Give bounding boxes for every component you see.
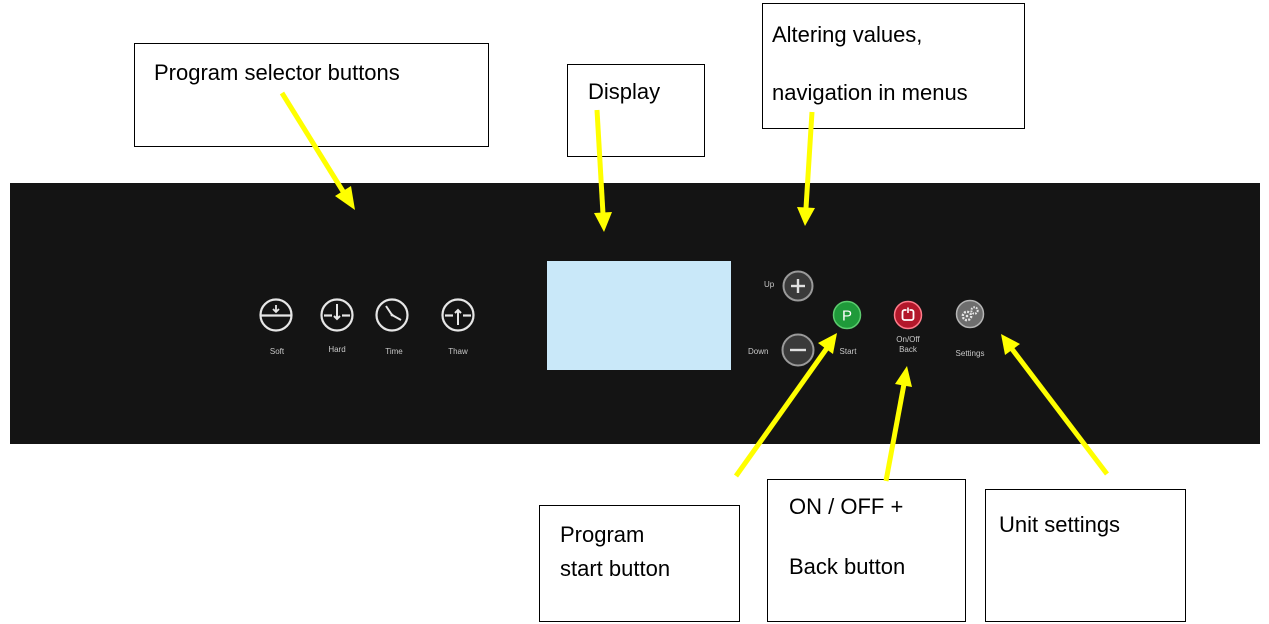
thaw-program-button[interactable] — [441, 298, 475, 332]
callout-altering-values-line2: navigation in menus — [772, 80, 968, 105]
gear-icon — [955, 299, 985, 329]
time-program-button[interactable] — [375, 298, 409, 332]
callout-program-start-line1: Program — [560, 522, 645, 547]
callout-program-start-line2: start button — [560, 556, 671, 581]
onoff-label: On/Off Back — [890, 335, 926, 354]
callout-onoff-back: ON / OFF + Back button — [767, 479, 966, 622]
onoff-label-line2: Back — [899, 344, 917, 354]
settings-button[interactable] — [955, 299, 985, 329]
thaw-program-icon — [441, 298, 475, 332]
callout-program-selector: Program selector buttons — [134, 43, 489, 147]
soft-program-label: Soft — [269, 347, 285, 356]
start-icon: P — [832, 300, 862, 330]
callout-unit-settings-text: Unit settings — [999, 512, 1121, 537]
plus-icon — [782, 270, 814, 302]
up-button[interactable] — [782, 270, 814, 302]
down-label: Down — [748, 347, 769, 356]
time-program-label: Time — [385, 347, 403, 356]
callout-program-selector-text: Program selector buttons — [154, 60, 400, 85]
minus-icon — [781, 333, 815, 367]
hard-program-button[interactable] — [320, 298, 354, 332]
hard-program-label: Hard — [328, 345, 346, 354]
hard-program-icon — [320, 298, 354, 332]
soft-program-button[interactable] — [259, 298, 293, 332]
callout-unit-settings: Unit settings — [985, 489, 1186, 622]
start-button[interactable]: P — [832, 300, 862, 330]
callout-display-text: Display — [588, 79, 661, 104]
lcd-display — [547, 261, 731, 370]
callout-display: Display — [567, 64, 705, 157]
callout-program-start: Program start button — [539, 505, 740, 622]
onoff-back-button[interactable] — [893, 300, 923, 330]
settings-label: Settings — [955, 349, 985, 358]
down-button[interactable] — [781, 333, 815, 367]
callout-altering-values: Altering values, navigation in menus — [762, 3, 1025, 129]
callout-altering-values-line1: Altering values, — [772, 22, 923, 47]
callout-onoff-back-line1: ON / OFF + — [789, 494, 904, 519]
thaw-program-label: Thaw — [448, 347, 468, 356]
onoff-label-line1: On/Off — [896, 335, 920, 344]
clock-icon — [375, 298, 409, 332]
soft-program-icon — [259, 298, 293, 332]
power-icon — [893, 300, 923, 330]
up-label: Up — [764, 280, 775, 289]
svg-text:P: P — [842, 308, 852, 325]
callout-onoff-back-line2: Back button — [789, 554, 906, 579]
start-label: Start — [839, 347, 857, 356]
